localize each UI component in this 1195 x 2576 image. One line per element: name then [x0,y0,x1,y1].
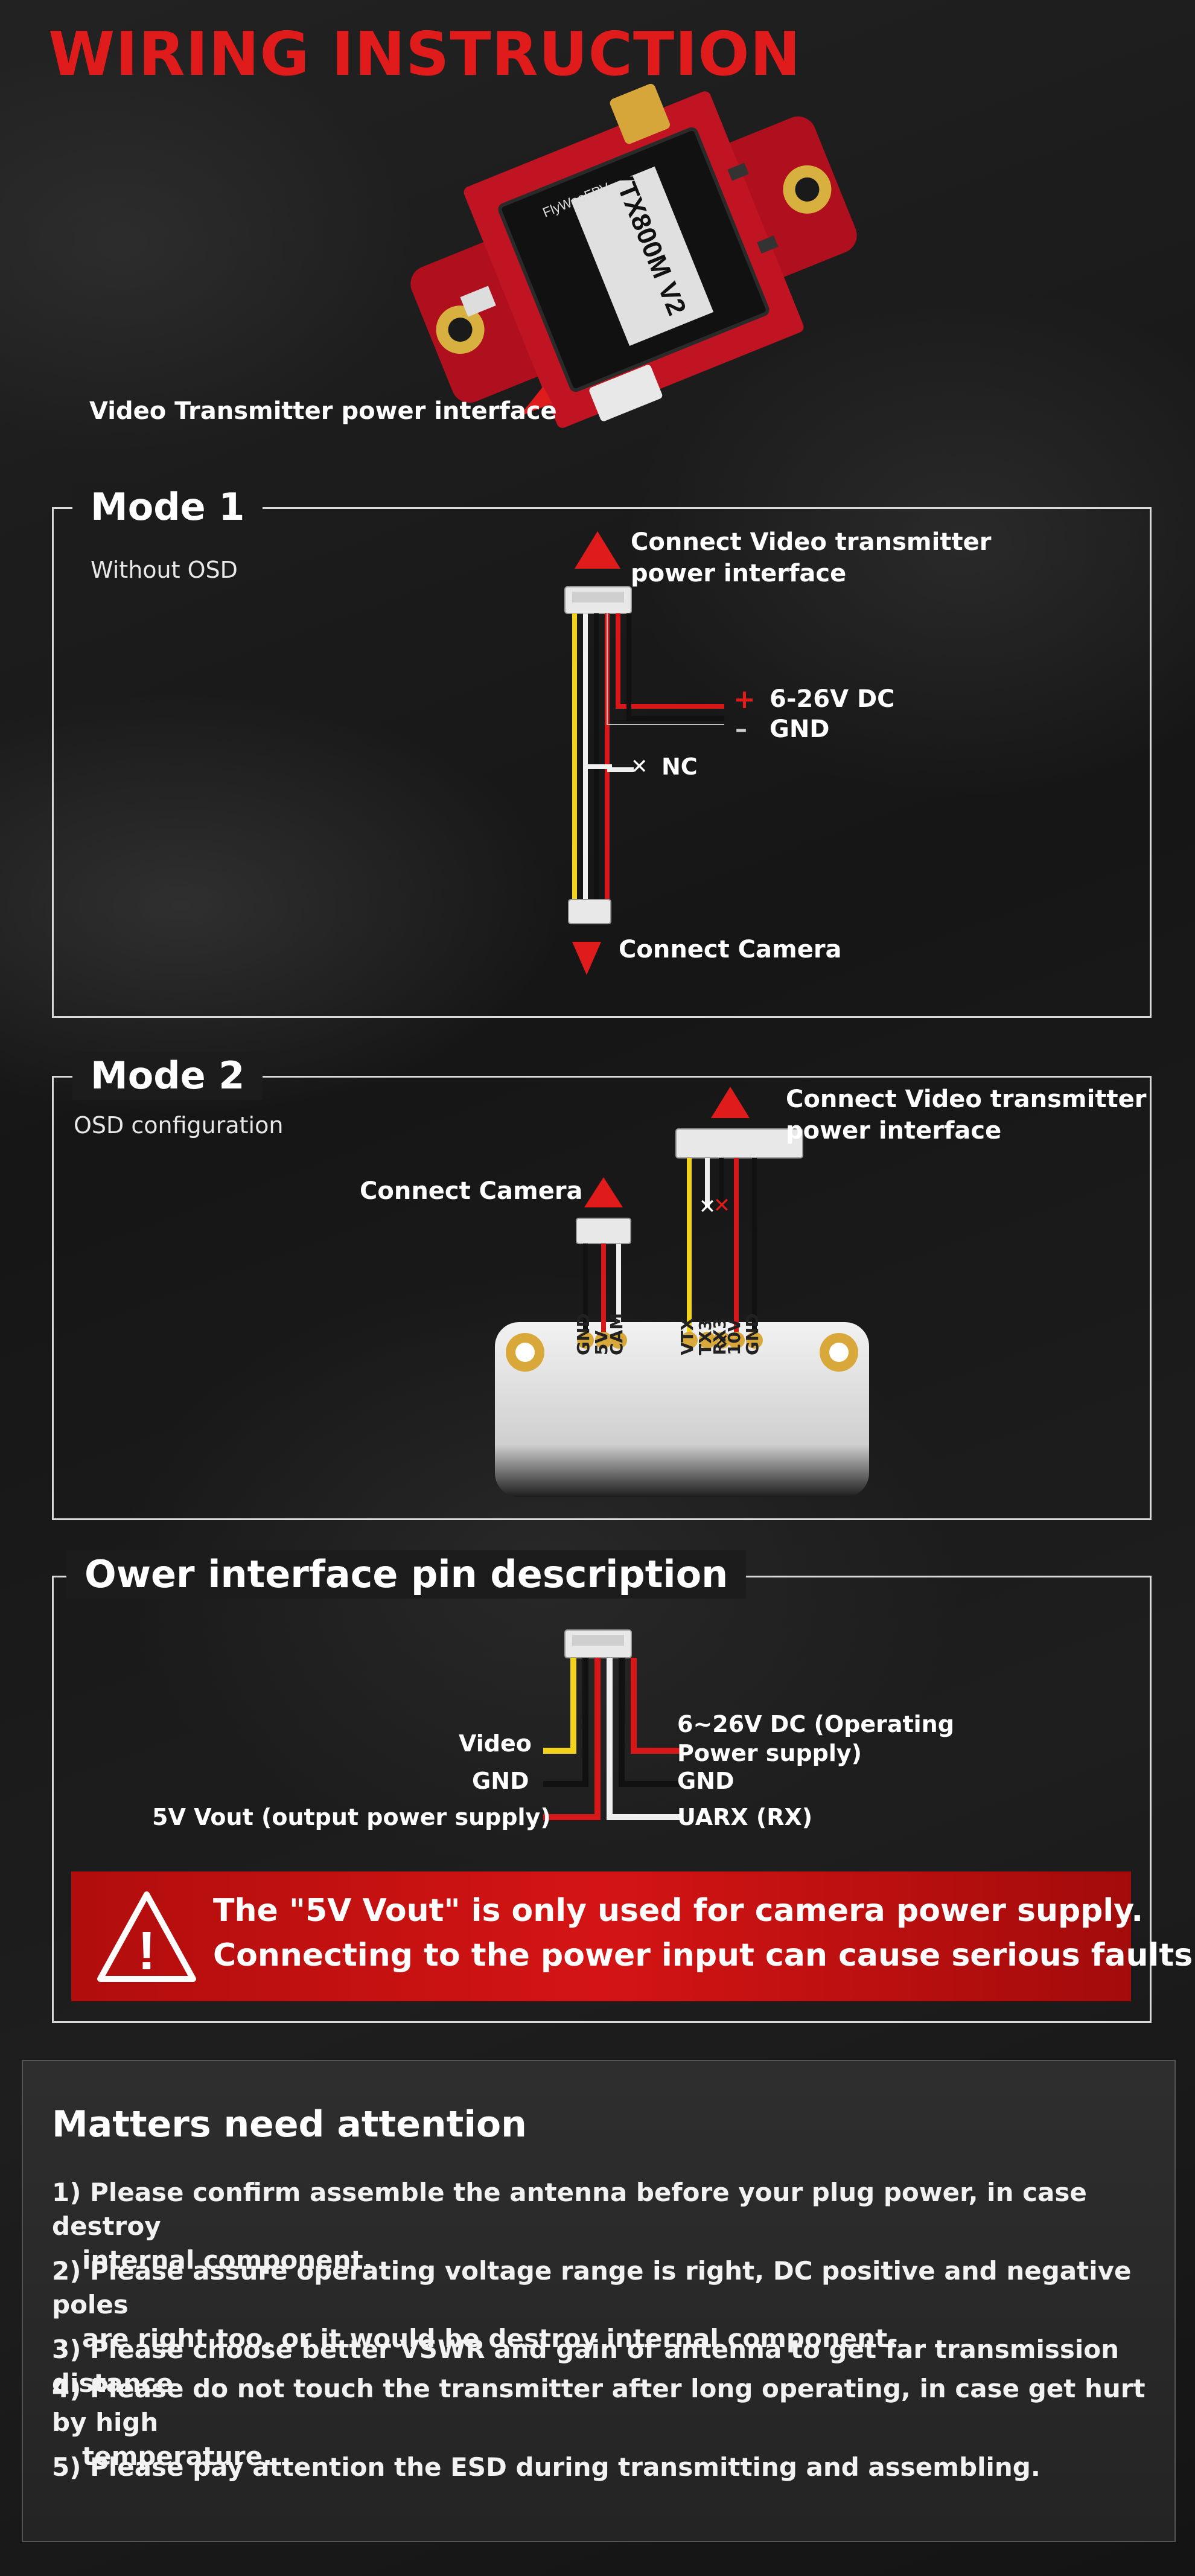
pin-power-label-line1: 6~26V DC (Operating [677,1711,954,1737]
pin-gnd-right-label: GND [677,1768,735,1794]
mode2-camera-label: Connect Camera [360,1177,583,1205]
matters-panel: Matters need attention 1) Please confirm… [22,2060,1176,2542]
pin-label-10v: 10V [724,1318,744,1355]
vtx-module-illustration: VTX800M V2 FlyWooFPV [410,83,857,428]
pin-power-label: 6~26V DC (Operating Power supply) [677,1710,954,1768]
warning-banner: ! The "5V Vout" is only used for camera … [71,1871,1195,2001]
minus-sign: – [735,715,747,743]
mode1-subtitle: Without OSD [91,557,238,583]
pin-label-gnd-right: GND [742,1313,762,1355]
pin-uarx-label: UARX (RX) [677,1804,813,1830]
note-2-line1: 2) Please assure operating voltage range… [52,2256,1132,2319]
pin-power-label-line2: Power supply) [677,1740,862,1766]
mode1-top-label: Connect Video transmitter power interfac… [631,526,991,589]
mode1-heading: Mode 1 [72,483,263,531]
plus-sign: + [733,684,756,715]
mode2-vtx-label-line2: power interface [786,1117,1002,1145]
warning-icon-glyph: ! [138,1921,156,1981]
note-5-line1: 5) Please pay attention the ESD during t… [52,2452,1040,2482]
warning-icon: ! [97,1891,196,1982]
mode1-wiring-diagram [564,531,724,975]
mode1-gnd-label: GND [770,715,830,743]
note-3-line1: 3) Please choose better VSWR and gain of… [52,2335,1119,2398]
note-1-line2: internal component. [82,2245,373,2275]
mode2-wiring-diagram: ✕ ✕ ✕ [495,1087,869,1497]
mode1-camera-label: Connect Camera [619,936,842,964]
mode2-frame [52,1076,1152,1520]
mode2-vtx-label: Connect Video transmitter power interfac… [786,1084,1146,1146]
note-item-1: 1) Please confirm assemble the antenna b… [52,2176,1174,2277]
note-item-2: 2) Please assure operating voltage range… [52,2254,1174,2356]
pin-label-gnd-left: GND [573,1313,593,1355]
mode1-frame [52,507,1152,1018]
note-item-4: 4) Please do not touch the transmitter a… [52,2372,1174,2473]
mode2-subtitle: OSD configuration [74,1112,284,1139]
pin-description-heading: Ower interface pin description [66,1550,747,1599]
note-4-line2: temperature. [82,2441,273,2471]
page-title: WIRING INSTRUCTION [48,19,801,89]
mode2-heading: Mode 2 [72,1052,263,1100]
warning-line1: The "5V Vout" is only used for camera po… [213,1893,1144,1929]
pin-gnd-left-label: GND [472,1768,529,1794]
pin-vout-label: 5V Vout (output power supply) [152,1804,551,1830]
mode1-top-label-line1: Connect Video transmitter [631,528,992,556]
nc-cross-icon: ✕ [631,755,648,779]
mode1-top-label-line2: power interface [631,560,847,587]
pin-description-diagram [543,1629,682,1820]
pin-video-label: Video [459,1730,532,1757]
pin-label-cam: CAM [607,1312,626,1355]
warning-line2: Connecting to the power input can cause … [213,1937,1195,1974]
mode1-nc-label: NC [661,753,698,780]
note-2-line2: are right too, or it would be destroy in… [82,2324,897,2353]
vtx-power-interface-callout: Video Transmitter power interface [89,397,557,425]
warning-text: The "5V Vout" is only used for camera po… [213,1888,1195,1978]
note-4-line1: 4) Please do not touch the transmitter a… [52,2374,1146,2437]
matters-title: Matters need attention [52,2103,527,2146]
svg-text:✕: ✕ [715,1331,728,1350]
pin-label-vtx: VTX [677,1317,697,1355]
svg-text:✕: ✕ [699,1195,716,1219]
note-item-3: 3) Please choose better VSWR and gain of… [52,2333,1174,2400]
mode1-power-label: 6-26V DC [770,685,895,713]
svg-text:✕: ✕ [713,1194,731,1218]
note-1-line1: 1) Please confirm assemble the antenna b… [52,2178,1087,2241]
note-item-5: 5) Please pay attention the ESD during t… [52,2450,1040,2484]
mode2-vtx-label-line1: Connect Video transmitter [786,1085,1147,1113]
